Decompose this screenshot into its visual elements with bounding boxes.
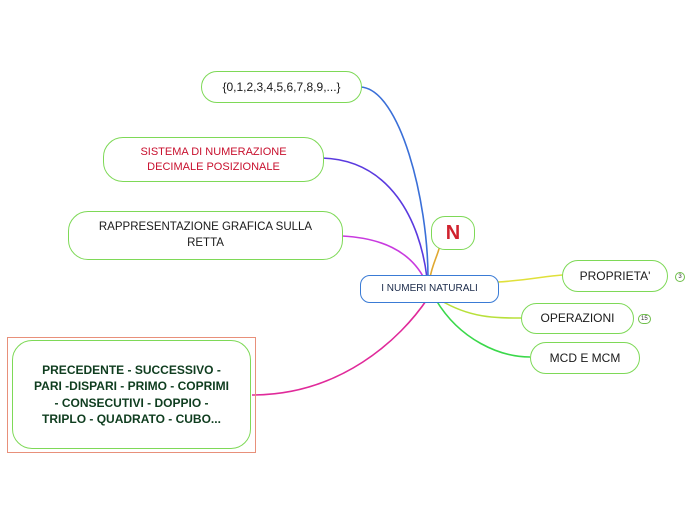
node-label: MCD E MCM: [549, 350, 621, 365]
link-to-symbol-n: [429, 244, 441, 279]
link-to-number-line: [341, 235, 426, 281]
center-node[interactable]: I NUMERI NATURALI: [360, 275, 499, 303]
node-proprieta[interactable]: PROPRIETA': [562, 260, 668, 292]
collapsed-count-badge[interactable]: 3: [675, 272, 685, 282]
node-label: PRECEDENTE - SUCCESSIVO - PARI -DISPARI …: [34, 363, 229, 426]
collapsed-count-badge[interactable]: 15: [638, 314, 651, 324]
link-to-properties-list: [251, 297, 429, 396]
node-operazioni[interactable]: OPERAZIONI: [521, 303, 634, 334]
node-number-properties-list[interactable]: PRECEDENTE - SUCCESSIVO - PARI -DISPARI …: [12, 340, 251, 449]
node-number-line[interactable]: RAPPRESENTAZIONE GRAFICA SULLA RETTA: [68, 211, 343, 260]
selection-frame: [7, 337, 256, 453]
symbol-label: N: [445, 221, 461, 244]
node-mcd-mcm[interactable]: MCD E MCM: [530, 342, 640, 374]
center-label: I NUMERI NATURALI: [381, 283, 478, 295]
node-label: PROPRIETA': [579, 268, 651, 283]
node-label: OPERAZIONI: [540, 311, 615, 326]
node-label: RAPPRESENTAZIONE GRAFICA SULLA RETTA: [98, 220, 313, 249]
link-to-set: [360, 86, 429, 279]
link-to-decimal-system: [321, 157, 428, 279]
node-natural-numbers-set[interactable]: {0,1,2,3,4,5,6,7,8,9,...}: [201, 71, 362, 103]
link-to-operazioni: [439, 299, 522, 319]
link-to-proprieta: [497, 274, 564, 283]
node-label: {0,1,2,3,4,5,6,7,8,9,...}: [222, 79, 341, 94]
link-to-mcd-mcm: [435, 299, 531, 358]
node-label: SISTEMA DI NUMERAZIONE DECIMALE POSIZION…: [140, 145, 287, 173]
node-decimal-system[interactable]: SISTEMA DI NUMERAZIONE DECIMALE POSIZION…: [103, 137, 324, 182]
node-symbol-n[interactable]: N: [431, 216, 475, 250]
